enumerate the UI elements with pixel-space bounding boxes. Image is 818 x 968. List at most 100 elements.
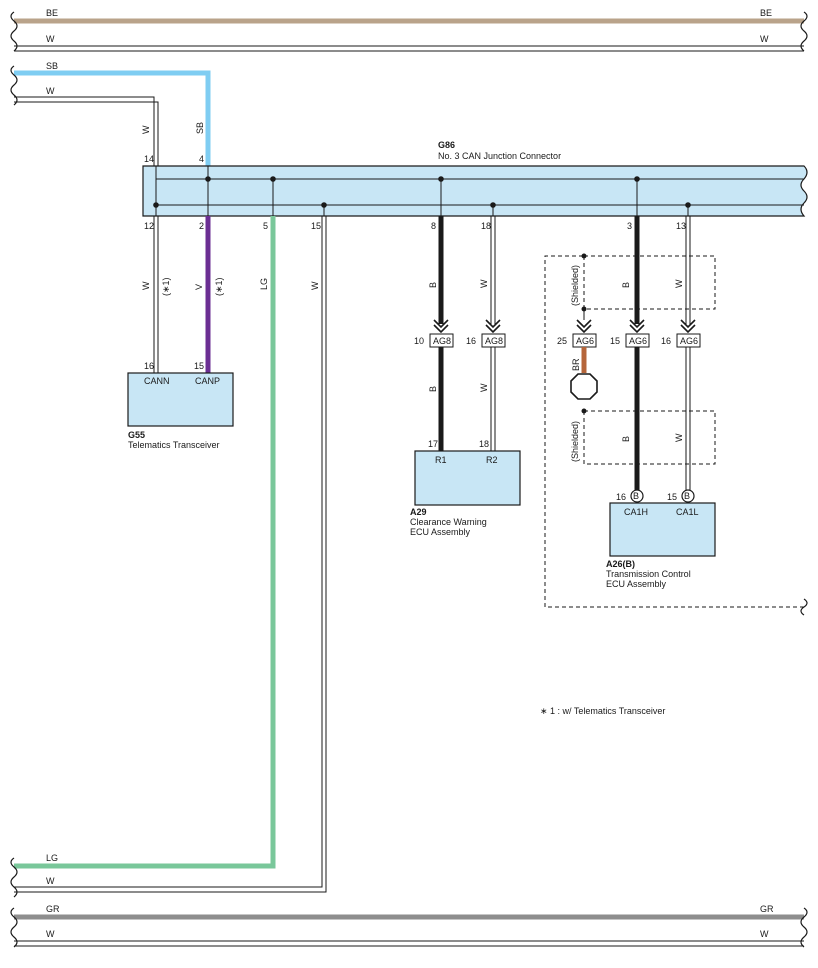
junction-ag8-16-tag bbox=[481, 333, 506, 348]
g86-pin-2: 2 bbox=[199, 221, 204, 231]
g86-dot bbox=[438, 176, 444, 182]
wire-label-v2: V bbox=[194, 284, 204, 290]
wire-label-w15: W bbox=[310, 281, 320, 290]
g86-box bbox=[142, 165, 808, 217]
wire-w16 bbox=[490, 347, 496, 451]
bus-gr: GR GR bbox=[14, 904, 804, 920]
g86-code: G86 bbox=[438, 140, 455, 150]
a26-name-line2: ECU Assembly bbox=[606, 579, 667, 589]
chevron-down-icon bbox=[576, 319, 592, 334]
wire-label-b10: B bbox=[428, 386, 438, 392]
wire-label-sb4: SB bbox=[195, 122, 205, 134]
junction-ag6-25-code: AG6 bbox=[576, 336, 594, 346]
shield-dot-upper bbox=[581, 253, 587, 259]
wire-label-b8: B bbox=[428, 282, 438, 288]
break-mark-right-bottom bbox=[800, 907, 808, 948]
bus-w-sb: W bbox=[14, 86, 159, 166]
junction-ag8-10-code: AG8 bbox=[433, 336, 451, 346]
chevron-down-icon bbox=[629, 319, 645, 334]
junction-ag8-16-code: AG8 bbox=[485, 336, 503, 346]
a26-pin-15-mark: B bbox=[684, 491, 690, 501]
a29-box bbox=[414, 450, 521, 506]
g55-pin-15: 15 bbox=[194, 361, 204, 371]
bus-w-top-label-left: W bbox=[46, 34, 55, 44]
chevron-down-icon bbox=[485, 319, 501, 334]
a26-pin-15: 15 bbox=[667, 492, 677, 502]
chevron-down-icon bbox=[433, 319, 449, 334]
wire-w15-to-bus-edge-a bbox=[14, 216, 323, 888]
a26-terminal-ca1h: CA1H bbox=[624, 507, 648, 517]
g86-dot bbox=[490, 202, 496, 208]
a26-pin-16-circle bbox=[630, 489, 644, 503]
shield-region-outline bbox=[544, 255, 804, 608]
g86-pin-8: 8 bbox=[431, 221, 436, 231]
junction-ag6-16: AG6 16 bbox=[661, 319, 701, 348]
junction-ag6-16-tag bbox=[676, 333, 701, 348]
a29-pin-18: 18 bbox=[479, 439, 489, 449]
a26-box bbox=[609, 502, 716, 557]
a26-code: A26(B) bbox=[606, 559, 635, 569]
bus-gr-label-right: GR bbox=[760, 904, 774, 914]
wire-note-2: (∗1) bbox=[214, 277, 224, 296]
g86-dot bbox=[205, 176, 211, 182]
shield-lower-box bbox=[583, 410, 716, 465]
g86-dot bbox=[153, 202, 159, 208]
wire-w18 bbox=[490, 216, 496, 324]
a26-pin-16-mark: B bbox=[633, 491, 639, 501]
a26-terminal-ca1l: CA1L bbox=[676, 507, 699, 517]
junction-ag6-15: AG6 15 bbox=[610, 319, 650, 348]
break-mark-left-top bbox=[10, 11, 18, 52]
junction-ag6-16-code: AG6 bbox=[680, 336, 698, 346]
g55-code: G55 bbox=[128, 430, 145, 440]
junction-ag6-15-code: AG6 bbox=[629, 336, 647, 346]
bus-w-sb-edge-a bbox=[14, 96, 155, 166]
wire-label-w16: W bbox=[479, 383, 489, 392]
ground-point-icon bbox=[570, 373, 598, 400]
wire-label-w14: W bbox=[141, 125, 151, 134]
bus-w-lg-label: W bbox=[46, 876, 55, 886]
g55-terminal-canp: CANP bbox=[195, 376, 220, 386]
a29-clearance-warning-ecu: 17 18 R1 R2 A29 Clearance Warning ECU As… bbox=[410, 439, 521, 537]
g55-terminal-cann: CANN bbox=[144, 376, 170, 386]
bus-w-top-label-right: W bbox=[760, 34, 769, 44]
bus-w-top: W W bbox=[14, 34, 804, 52]
bus-w-bottom: W W bbox=[14, 929, 804, 947]
wire-label-w13: W bbox=[674, 279, 684, 288]
junction-ag8-16-pin: 16 bbox=[466, 336, 476, 346]
bus-be: BE BE bbox=[14, 8, 804, 24]
a26-name-line1: Transmission Control bbox=[606, 569, 691, 579]
g86-connector: G86 No. 3 CAN Junction Connector bbox=[142, 140, 808, 217]
wire-w16b bbox=[685, 347, 691, 490]
junction-ag8-16: AG8 16 bbox=[466, 319, 506, 348]
g86-dot bbox=[634, 176, 640, 182]
junction-ag6-25-pin: 25 bbox=[557, 336, 567, 346]
a29-pin-17: 17 bbox=[428, 439, 438, 449]
chevron-down-icon bbox=[680, 319, 696, 334]
bus-be-label-left: BE bbox=[46, 8, 58, 18]
a29-name-line2: ECU Assembly bbox=[410, 527, 471, 537]
a29-code: A29 bbox=[410, 507, 427, 517]
wire-label-lg5: LG bbox=[259, 278, 269, 290]
a26-transmission-control-ecu: 16 B 15 B CA1H CA1L A26(B) Transmission … bbox=[606, 489, 716, 589]
bus-be-label-right: BE bbox=[760, 8, 772, 18]
g86-pin-15: 15 bbox=[311, 221, 321, 231]
bus-sb: SB bbox=[14, 61, 211, 166]
g55-telematics-transceiver: 16 15 CANN CANP G55 Telematics Transceiv… bbox=[127, 361, 234, 450]
wire-w15-to-bus bbox=[14, 216, 327, 893]
a26-pin-16: 16 bbox=[616, 492, 626, 502]
wire-label-b15: B bbox=[621, 436, 631, 442]
wire-label-br: BR bbox=[571, 358, 581, 371]
g86-pin-18: 18 bbox=[481, 221, 491, 231]
junction-ag6-25: AG6 25 bbox=[557, 319, 597, 348]
footnote: ∗ 1 : w/ Telematics Transceiver bbox=[540, 706, 665, 716]
break-mark-right-top bbox=[800, 11, 808, 52]
bus-w-sb-label: W bbox=[46, 86, 55, 96]
bus-gr-label-left: GR bbox=[46, 904, 60, 914]
wire-w15-to-bus-edge-b bbox=[14, 216, 327, 893]
g55-box bbox=[127, 372, 234, 427]
bus-w-sb-edge-b bbox=[14, 101, 159, 166]
shield-upper-box bbox=[583, 255, 716, 310]
g86-name: No. 3 CAN Junction Connector bbox=[438, 151, 561, 161]
wire-label-b3: B bbox=[621, 282, 631, 288]
g86-dot bbox=[685, 202, 691, 208]
